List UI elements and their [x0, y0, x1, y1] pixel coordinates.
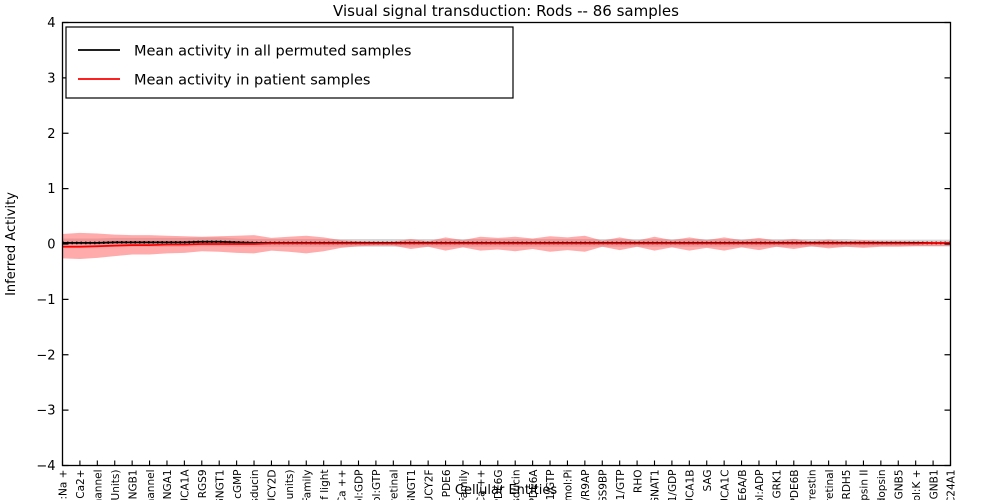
x-tick-label: mol:Ca2+: [75, 470, 87, 500]
plot-frame: [61, 21, 952, 467]
series-lines: [62, 240, 951, 248]
x-tick-label: mol:K +: [911, 470, 923, 500]
x-tick-label: RHO: [632, 470, 644, 493]
x-tick-label: GRK1: [772, 470, 784, 499]
x-tick-label: GNAT1/GTP: [545, 470, 557, 500]
x-tick-label: GUCY2F: [423, 470, 435, 500]
x-tick-label: SAG: [702, 470, 714, 492]
y-tick-label: 0: [47, 238, 55, 253]
y-tick-label: 4: [47, 16, 55, 31]
x-tick-label: GNB1: [928, 470, 940, 500]
x-tick-label: GUCA1A: [180, 469, 192, 500]
y-tick-label: 1: [47, 182, 55, 197]
x-tick-label: mol:cGMP: [232, 470, 244, 500]
x-tick-label: Metarhodopsin II/Arrestin: [806, 470, 818, 500]
x-axis-label: Cellular Entities: [455, 483, 557, 498]
y-tick-label: −4: [36, 459, 55, 474]
y-tick-label: 2: [47, 127, 55, 142]
x-tick-label: CNGB1: [127, 470, 139, 500]
x-tick-label: PDE6A/B: [737, 470, 749, 500]
legend-label-1: Mean activity in patient samples: [134, 73, 370, 89]
legend-label-0: Mean activity in all permuted samples: [134, 44, 411, 60]
y-axis: −4 −3 −2 −1 0 1 2 3 4: [36, 16, 951, 474]
x-tick-label: GNAT1/GDP: [667, 470, 679, 500]
x-tick-label: mol:Pi: [563, 470, 575, 500]
x-tick-label: RDH5: [841, 470, 853, 500]
x-tick-label: mol:Na +: [58, 470, 70, 500]
chart-title: Visual signal transduction: Rods -- 86 s…: [333, 2, 679, 20]
x-tick-label: GNB1/GNGT1: [406, 470, 418, 500]
x-tick-label: GCAP Family/Ca ++: [476, 470, 488, 500]
x-tick-label: PDE6A: [528, 469, 540, 500]
x-tick-label: Transducin: [510, 470, 522, 500]
x-tick-label: cGMP/CNG Channel: [93, 470, 105, 500]
x-tick-label: GUCA1C: [719, 470, 731, 500]
y-tick-label: −1: [36, 293, 55, 308]
chart-legend: Mean activity in all permuted samplesMea…: [65, 26, 514, 99]
y-tick-label: −2: [36, 348, 55, 363]
x-tick-label: mol:GTP: [371, 470, 383, 500]
x-tick-label: mol:11-cis-retinal: [824, 470, 836, 500]
x-tick-label: SLC24A1: [946, 470, 958, 500]
x-tick-label: absorption of light: [319, 470, 331, 500]
x-tick-label: PDE6G: [493, 470, 505, 500]
y-axis-label: Inferred Activity: [4, 192, 19, 296]
x-axis-ticks: mol:Na + mol:Ca2+ cGMP/CNG Channel Na + (4 …: [58, 460, 958, 500]
y-tick-label: −3: [36, 404, 55, 419]
x-tick-label: GUCY2D: [267, 470, 279, 500]
x-tick-label: mol:ADP: [754, 470, 766, 500]
x-tick-label: Metarhodopsin II/Transducin: [249, 470, 261, 500]
patient-std-band-area: [62, 232, 951, 259]
x-tick-label: RGS9-1/Gbeta5/R9AP: [580, 470, 592, 500]
x-tick-label: mol:GDP: [354, 470, 366, 500]
y-tick-label: 3: [47, 71, 55, 86]
x-tick-label: GNAT1: [650, 470, 662, 500]
x-tick-label: mol:all-trans-retinal: [389, 470, 401, 500]
series-line-ff0000: [62, 242, 951, 248]
x-tick-label: CNGA1: [162, 470, 174, 500]
x-tick-label: RGS9BP: [597, 470, 609, 500]
x-tick-label: RGS9: [197, 470, 209, 499]
x-tick-label: GC1/GCAP Family: [301, 470, 313, 500]
x-tick-label: GUCA1B: [685, 470, 697, 500]
x-tick-label: PDE6G/GNAT1/GTP: [615, 470, 627, 500]
x-tick-label: GNGT1: [214, 470, 226, 500]
x-tick-label: PDE6: [441, 469, 453, 497]
x-tick-label: PDE6B: [789, 470, 801, 500]
x-tick-label: Rhodopsin: [876, 470, 888, 500]
x-tick-label: mol:Ca ++: [336, 470, 348, 500]
x-tick-label: mol:GMP (4 units): [284, 470, 296, 500]
x-tick-label: CNG Channel: [145, 470, 157, 500]
x-tick-label: GC2/GCAP Family: [458, 470, 470, 500]
x-tick-label: GNB5: [893, 470, 905, 500]
x-tick-label: Metarhodopsin II: [859, 470, 871, 500]
x-tick-label: Na + (4 Units): [110, 470, 122, 500]
